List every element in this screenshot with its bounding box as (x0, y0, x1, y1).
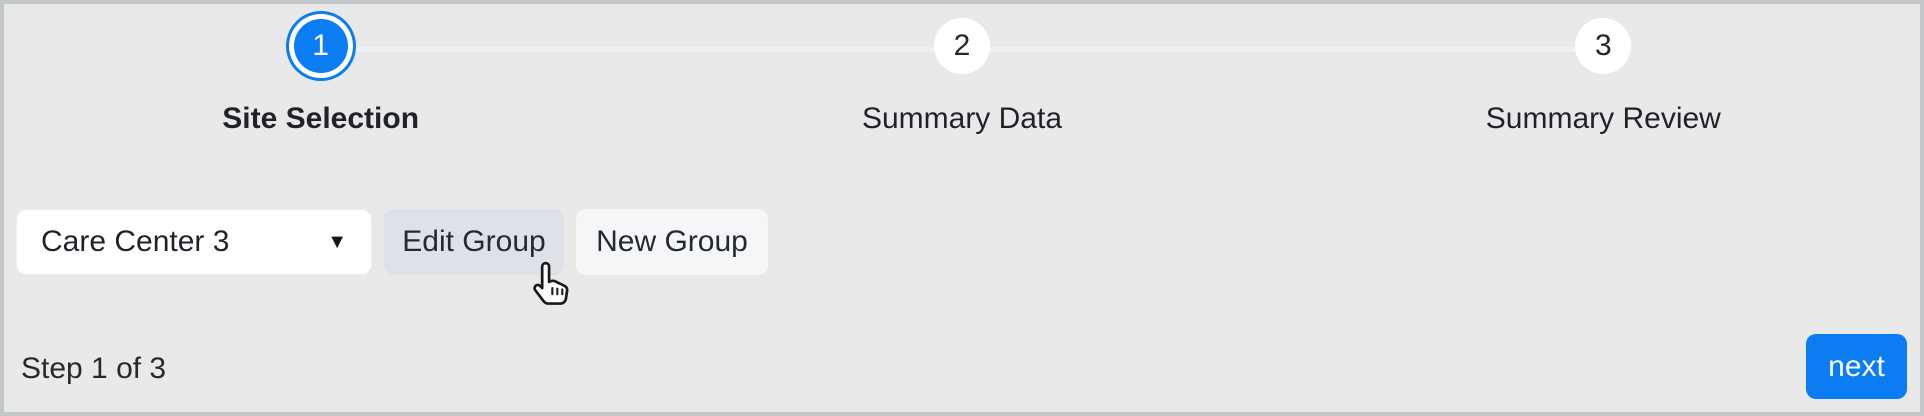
next-button[interactable]: next (1806, 334, 1907, 399)
step-3-label: Summary Review (1485, 102, 1721, 135)
step-2-indicator[interactable]: 2 (933, 18, 990, 74)
site-group-select-value: Care Center 3 (41, 225, 230, 258)
step-3-indicator[interactable]: 3 (1575, 18, 1632, 74)
site-controls-row: Care Center 3 ▼ Edit Group New Group (16, 209, 768, 275)
step-3-number: 3 (1594, 29, 1612, 62)
step-2-number: 2 (953, 29, 971, 62)
step-summary-data: 2 Summary Data (641, 0, 1282, 137)
step-3-circle-zone: 3 (1575, 0, 1632, 92)
stepper: 1 Site Selection 2 Summary Data 3 Summar… (0, 0, 1924, 137)
step-1-indicator[interactable]: 1 (293, 19, 348, 73)
edit-group-button[interactable]: Edit Group (384, 209, 564, 275)
step-2-label: Summary Data (861, 102, 1063, 135)
step-2-circle-zone: 2 (933, 0, 990, 92)
step-1-number: 1 (312, 29, 329, 62)
dropdown-caret-icon: ▼ (327, 230, 347, 253)
step-summary-review: 3 Summary Review (1283, 0, 1924, 137)
site-group-select[interactable]: Care Center 3 ▼ (16, 209, 372, 275)
step-site-selection: 1 Site Selection (0, 0, 641, 137)
step-1-circle-zone: 1 (293, 0, 348, 92)
step-progress-text: Step 1 of 3 (21, 352, 167, 385)
step-1-label: Site Selection (222, 102, 420, 135)
new-group-button[interactable]: New Group (576, 209, 768, 275)
